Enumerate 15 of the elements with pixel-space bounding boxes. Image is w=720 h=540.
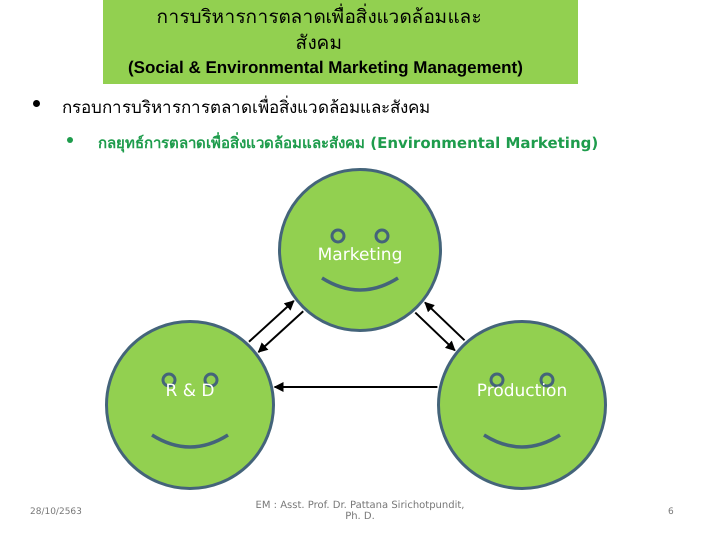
- arrow: [414, 312, 456, 352]
- footer-text: EM : Asst. Prof. Dr. Pattana Sirichotpundit, Ph. D.: [254, 500, 466, 522]
- page-number: 6: [668, 507, 674, 517]
- arrow: [258, 310, 304, 353]
- arrow: [274, 382, 438, 392]
- bullet-text: กรอบการบริหารการตลาดเพื่อสิ่งแวดล้อมและสังคม: [62, 93, 602, 120]
- bullet-text: กลยุทธ์การตลาดเพื่อสิ่งแวดล้อมและสังคม (Environmental Marketing): [98, 131, 600, 154]
- arrow: [424, 302, 466, 342]
- node-label: Marketing: [318, 245, 402, 265]
- arrow: [248, 300, 295, 342]
- date-text: 28/10/2563: [30, 507, 82, 517]
- node-label: R & D: [166, 381, 214, 401]
- node-label: Production: [476, 381, 568, 401]
- title: การบริหารการตลาดเพื่อสิ่งแวดล้อมและสังคม: [139, 4, 499, 56]
- subtitle: (Social & Environmental Marketing Management): [128, 58, 523, 78]
